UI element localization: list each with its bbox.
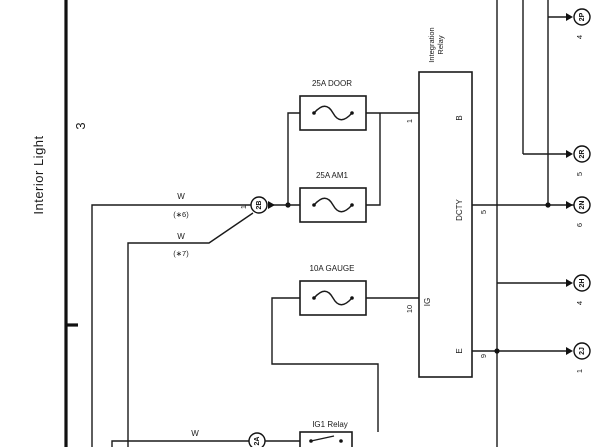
ig1-relay-label: IG1 Relay — [312, 420, 348, 429]
arrow-2j — [566, 347, 573, 355]
ig1-relay-contact-right — [339, 439, 343, 443]
fuse-am1-element — [313, 197, 353, 213]
connector-2r-pin: 5 — [575, 172, 584, 176]
fuse-door-terminal-left — [312, 111, 316, 115]
fuse-am1-terminal-left — [312, 203, 316, 207]
relay-pin-ig-label: IG — [423, 298, 432, 306]
fuse-gauge-label: 10A GAUGE — [310, 264, 355, 273]
connector-2p: 2P — [573, 8, 591, 26]
relay-pin-ig-number: 10 — [405, 305, 414, 313]
fuse-gauge-terminal-right — [350, 296, 354, 300]
connector-2h-pin: 4 — [575, 301, 584, 305]
relay-name-line2: Relay — [436, 35, 445, 54]
arrow-2p — [566, 13, 573, 21]
fuse-door-terminal-right — [350, 111, 354, 115]
fuse-gauge-box — [299, 280, 367, 316]
relay-pin-e-number: 9 — [479, 354, 488, 358]
fuse-door-element — [313, 105, 353, 121]
junction-e-bus — [494, 348, 500, 354]
connector-2r: 2R — [573, 145, 591, 163]
svg-text:2R: 2R — [579, 150, 586, 159]
wire-w6 — [91, 204, 251, 447]
svg-text:2H: 2H — [579, 279, 586, 288]
wire-door-left-feed — [287, 112, 300, 205]
wire-am1-right — [366, 113, 381, 206]
junction-dcty-bus — [545, 202, 551, 208]
fuse-gauge-element — [313, 290, 353, 306]
wire-w7 — [127, 212, 254, 447]
arrow-2r — [566, 150, 573, 158]
relay-pin-dcty-label: DCTY — [455, 198, 464, 220]
connector-2h: 2H — [573, 274, 591, 292]
svg-text:2J: 2J — [579, 347, 586, 355]
arrow-2n — [566, 201, 573, 209]
relay-pin-b-number: 1 — [405, 119, 414, 123]
wire-w6-color: W — [177, 192, 185, 201]
svg-text:2A: 2A — [254, 437, 261, 446]
svg-text:2P: 2P — [579, 12, 586, 21]
ig1-relay-box — [299, 431, 353, 447]
wire-w6-note: (∗6) — [173, 210, 189, 219]
connector-2n-pin: 6 — [575, 223, 584, 227]
fuse-am1-terminal-right — [350, 203, 354, 207]
ig1-relay-switch-arm — [310, 435, 335, 442]
fuse-am1-label: 25A AM1 — [316, 171, 349, 180]
wire-w-bottom — [111, 440, 255, 447]
fuse-door-label: 25A DOOR — [312, 79, 352, 88]
section-title: Interior Light — [31, 135, 46, 214]
fuse-gauge-terminal-left — [312, 296, 316, 300]
connector-2j: 2J — [573, 342, 591, 360]
relay-pin-dcty-number: 5 — [479, 210, 488, 214]
wire-w-bottom-color: W — [191, 429, 199, 438]
connector-2p-pin: 4 — [575, 35, 584, 39]
arrow-2h — [566, 279, 573, 287]
connector-2b: 2B — [250, 196, 268, 214]
connector-2a: 2A — [248, 432, 266, 447]
integration-relay-box — [418, 71, 473, 378]
connector-2j-pin: 1 — [575, 369, 584, 373]
wire-gauge-left — [271, 297, 379, 432]
arrow-2b — [268, 201, 275, 209]
relay-pin-e-label: E — [455, 348, 464, 353]
wire-w7-note: (∗7) — [173, 249, 189, 258]
svg-text:2N: 2N — [579, 201, 586, 210]
section-number: 3 — [73, 122, 88, 129]
wire-w7-color: W — [177, 232, 185, 241]
relay-pin-b-label: B — [455, 115, 464, 120]
connector-2b-pin: 1 — [239, 205, 248, 209]
relay-name-line1: Integration — [427, 27, 436, 62]
connector-2n: 2N — [573, 196, 591, 214]
svg-text:2B: 2B — [256, 201, 263, 210]
